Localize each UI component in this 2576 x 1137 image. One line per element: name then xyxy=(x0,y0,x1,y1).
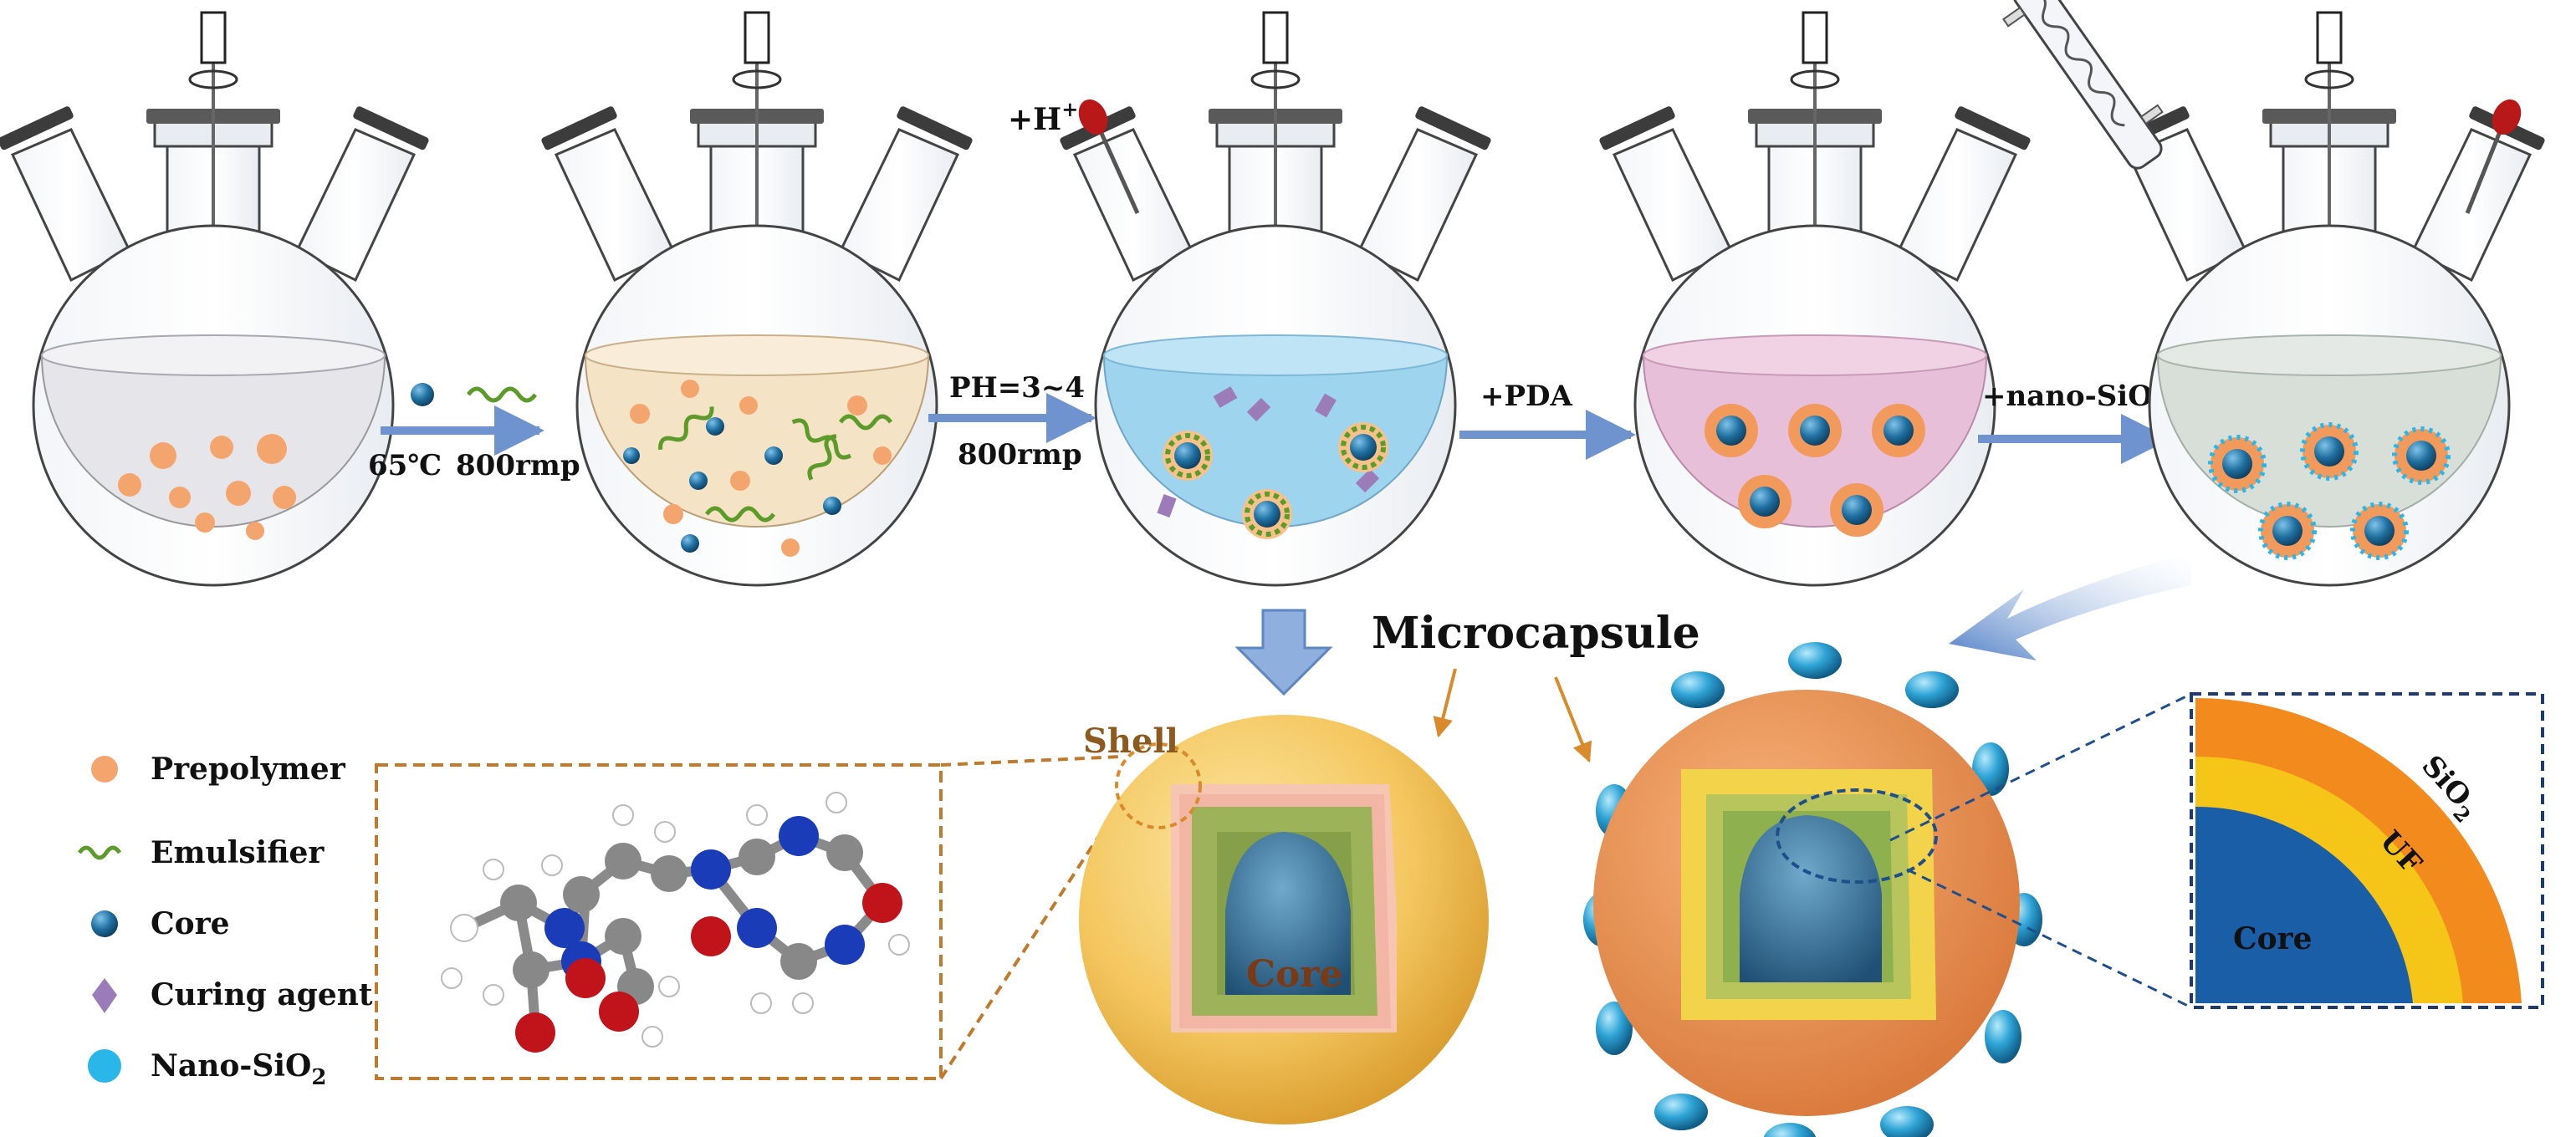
flask-2 xyxy=(539,11,975,587)
prepolymer-droplets xyxy=(118,434,296,540)
svg-text:Prepolymer: Prepolymer xyxy=(151,752,346,787)
down-arrow xyxy=(1234,609,1333,696)
legend-item-nano-sio2: Nano-SiO2 xyxy=(88,1048,327,1090)
legend-item-core: Core xyxy=(91,906,230,941)
core-label: Core xyxy=(1246,953,1343,996)
emulsifier-icon xyxy=(77,845,122,860)
inset-core-label: Core xyxy=(2233,921,2313,956)
step-1-temp: 65℃ xyxy=(368,449,442,482)
acid-label: +H+ xyxy=(1008,97,1078,137)
legend-item-curing-agent: Curing agent xyxy=(92,977,373,1013)
shell-label: Shell xyxy=(1083,721,1178,761)
flask-3 xyxy=(1057,11,1494,587)
step-3-arrow: +PDA xyxy=(1459,380,1636,460)
nano-sio2-icon xyxy=(88,1049,121,1083)
microcapsule-sphere-2 xyxy=(1583,642,2042,1137)
curing-agent-icon xyxy=(92,978,117,1013)
inner-core xyxy=(1225,832,1351,995)
nano-sio2-particles xyxy=(1583,642,2042,1137)
emulsifier-icon xyxy=(466,386,538,403)
step-3-label: +PDA xyxy=(1480,380,1573,413)
flask-5 xyxy=(2002,0,2548,587)
microcapsule-title: Microcapsule xyxy=(1372,608,1700,659)
legend-item-emulsifier: Emulsifier xyxy=(77,835,325,870)
prepolymer-icon xyxy=(91,756,118,783)
inset-callout-ellipse xyxy=(1776,788,1938,884)
svg-text:Curing agent: Curing agent xyxy=(151,977,373,1012)
molecule-atoms xyxy=(441,792,910,1053)
core-icon xyxy=(91,910,118,937)
step-1-arrow: 65℃ 800rmp xyxy=(368,383,580,482)
step-2-ph: PH=3~4 xyxy=(949,371,1085,405)
svg-text:Nano-SiO2: Nano-SiO2 xyxy=(151,1048,327,1090)
flask-2-liquid xyxy=(584,354,930,528)
emulsifier-chains xyxy=(658,406,893,523)
step-2-speed: 800rmp xyxy=(958,438,1082,472)
svg-text:Emulsifier: Emulsifier xyxy=(151,835,325,870)
inner-core-2 xyxy=(1740,815,1882,982)
layer-detail-inset: Core UF SiO2 xyxy=(2190,692,2544,1009)
inset-core-layer xyxy=(2195,806,2413,1003)
flask-4 xyxy=(1597,11,2033,587)
step-2-arrow: PH=3~4 800rmp xyxy=(928,371,1096,472)
flask-1 xyxy=(0,11,432,587)
molecule-structure-box xyxy=(375,763,943,1080)
big-curved-arrow xyxy=(1949,552,2191,660)
coated-droplets xyxy=(1163,422,1388,539)
shell-callout-circle xyxy=(1115,742,1202,829)
svg-text:Core: Core xyxy=(151,906,230,941)
step-1-speed: 800rmp xyxy=(456,449,580,482)
legend-item-prepolymer: Prepolymer xyxy=(91,752,346,787)
step-4-arrow: +nano-SiO2 xyxy=(1978,380,2171,464)
core-particle-icon xyxy=(411,383,434,406)
legend: Prepolymer Emulsifier Core Curing agent … xyxy=(77,752,373,1090)
step-4-label: +nano-SiO2 xyxy=(1982,380,2167,419)
microcapsule-sphere-1: Shell Core xyxy=(1079,715,1489,1124)
